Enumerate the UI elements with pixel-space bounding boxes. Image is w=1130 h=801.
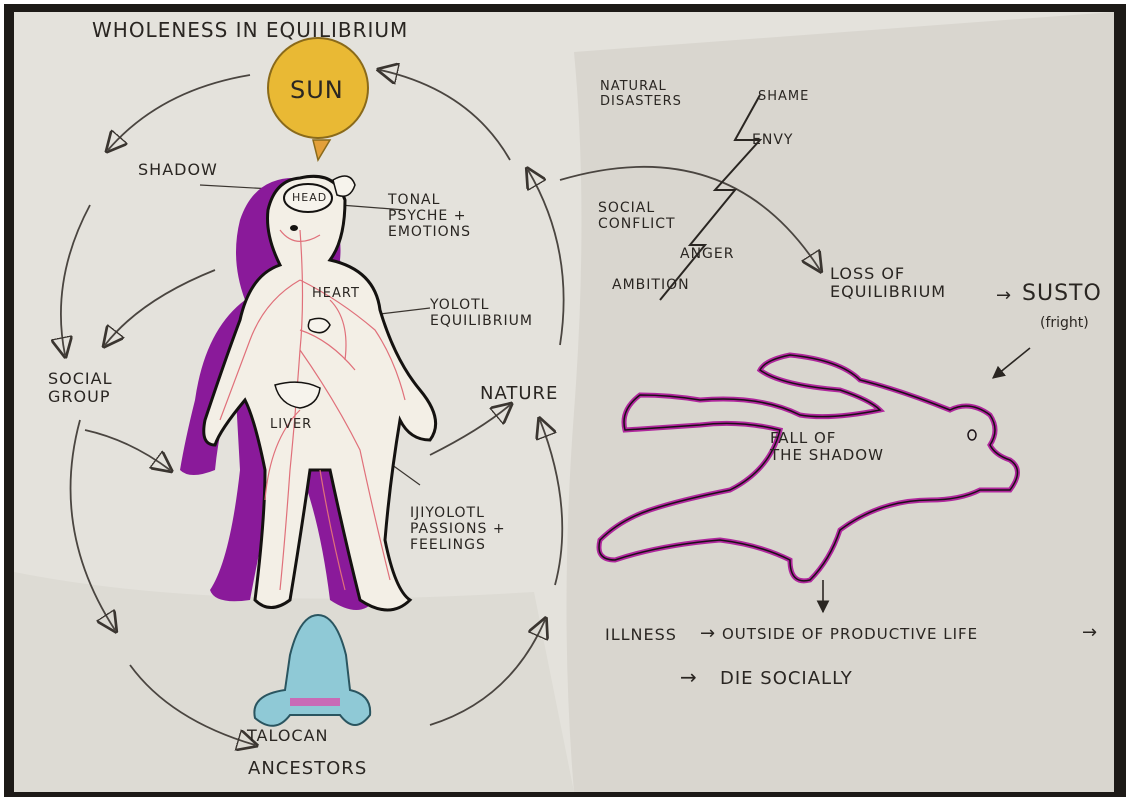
social-group-label: SOCIAL GROUP (48, 370, 113, 407)
talocan-figure (254, 615, 370, 726)
fallen-figure (599, 355, 1018, 581)
cycle-arrow-ancestors-nature (430, 620, 545, 725)
fright-label: (fright) (1040, 316, 1089, 330)
die-socially-label: DIE SOCIALLY (720, 670, 853, 688)
yolotl-annotation: YOLOTL EQUILIBRIUM (430, 297, 533, 329)
anger-label: ANGER (680, 247, 734, 261)
arrow-to-outside: → (700, 625, 716, 643)
cycle-arrow-sun-shadow (108, 75, 250, 150)
cycle-arrow-up-nature (540, 420, 562, 585)
illness-label: ILLNESS (605, 627, 677, 643)
sun-label: SUN (290, 78, 344, 102)
diagram-title: WHOLENESS IN EQUILIBRIUM (92, 20, 408, 40)
head-label: HEAD (292, 192, 327, 203)
arrow-trailing: → (1082, 624, 1098, 642)
cycle-arrow-social-talocan (71, 420, 115, 630)
cycle-arrow-talocan-ancestors (130, 665, 255, 745)
fall-of-shadow-label: FALL OF THE SHADOW (770, 430, 884, 465)
arrow-body-social (105, 270, 215, 345)
heart-organ (308, 318, 330, 332)
arrow-to-susto: → (996, 287, 1012, 305)
cycle-arrow-shadow-social (61, 205, 90, 355)
talocan-band (290, 698, 340, 706)
lightning-bolt (660, 95, 760, 300)
ambition-label: AMBITION (612, 278, 690, 292)
loss-of-equilibrium-label: LOSS OF EQUILIBRIUM (830, 265, 946, 302)
cycle-arrow-nature-up (528, 170, 564, 345)
cycle-arrow-to-sun (380, 70, 510, 160)
arrow-to-die: → (680, 667, 698, 687)
talocan-label: TALOCAN (247, 728, 329, 744)
nature-label: NATURE (480, 385, 558, 403)
liver-label: LIVER (270, 418, 312, 431)
arrow-to-figure (993, 348, 1030, 378)
shame-label: SHAME (758, 90, 809, 103)
outside-productive-label: OUTSIDE OF PRODUCTIVE LIFE (722, 627, 978, 642)
susto-label: SUSTO (1022, 283, 1102, 305)
heart-label: HEART (312, 287, 360, 300)
ijiyolotl-annotation: IJIYOLOTL PASSIONS + FEELINGS (410, 505, 506, 553)
envy-label: ENVY (752, 133, 793, 147)
tonal-annotation: TONAL PSYCHE + EMOTIONS (388, 192, 471, 240)
ancestors-label: ANCESTORS (248, 760, 367, 778)
sun-ray-arrow (313, 140, 330, 160)
social-conflict-label: SOCIAL CONFLICT (598, 200, 676, 232)
natural-disasters-label: NATURAL DISASTERS (600, 80, 682, 110)
shadow-label: SHADOW (138, 162, 218, 178)
arrow-body-nature (430, 405, 510, 455)
arrow-social-body (85, 430, 170, 470)
